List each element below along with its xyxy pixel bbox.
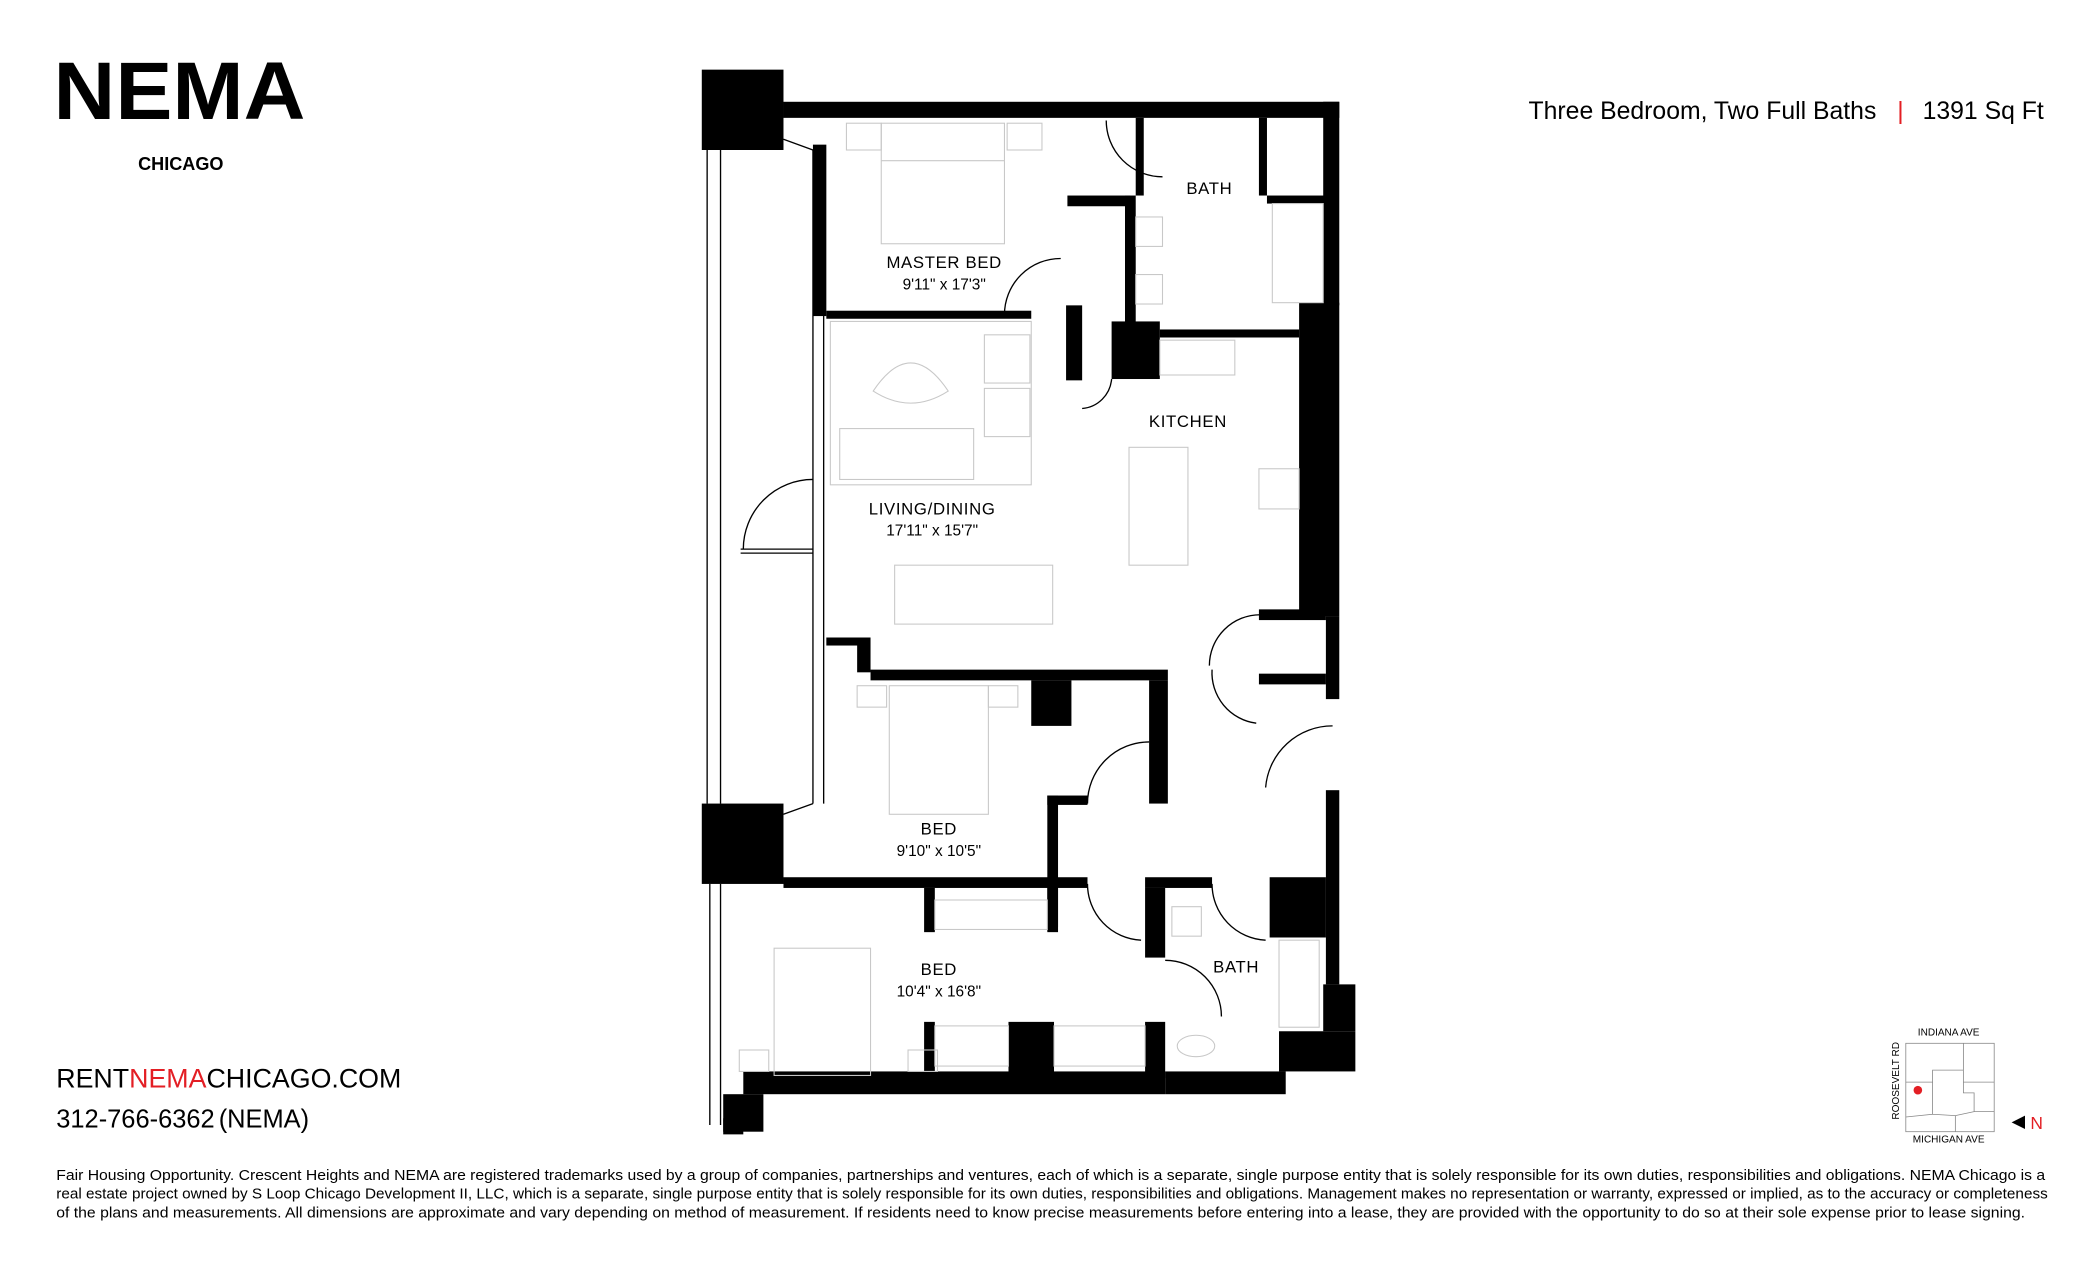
header-separator: | xyxy=(1897,98,1903,125)
north-arrow-icon xyxy=(2011,1115,2025,1130)
room-label-master-bed: MASTER BED xyxy=(886,253,1002,272)
room-dims-master-bed: 9'11" x 17'3" xyxy=(903,276,986,293)
room-label-kitchen: KITCHEN xyxy=(1149,412,1227,431)
location-marker xyxy=(1913,1085,1923,1095)
window-wall xyxy=(706,138,825,1125)
floor-plan: MASTER BED 9'11" x 17'3" BATH KITCHEN LI… xyxy=(701,69,1356,1135)
room-label-living-dining: LIVING/DINING xyxy=(869,499,996,518)
unit-type: Three Bedroom, Two Full Baths xyxy=(1529,98,1877,125)
room-dims-living-dining: 17'11" x 15'7" xyxy=(886,523,978,540)
nema-logo: NEMA xyxy=(54,46,306,137)
disclaimer-line: of the plans and measurements. All dimen… xyxy=(56,1205,2025,1221)
room-label-bed-2: BED xyxy=(921,819,957,838)
disclaimer: Fair Housing Opportunity. Crescent Heigh… xyxy=(56,1168,2048,1222)
phone-number[interactable]: 312-766-6362(NEMA) xyxy=(56,1106,309,1134)
walls xyxy=(701,69,1356,1135)
room-dims-bed-3: 10'4" x 16'8" xyxy=(897,983,981,1000)
street-michigan: MICHIGAN AVE xyxy=(1913,1134,1985,1145)
disclaimer-line: real estate project owned by S Loop Chic… xyxy=(56,1187,2048,1203)
street-indiana: INDIANA AVE xyxy=(1918,1027,1980,1038)
unit-area: 1391 Sq Ft xyxy=(1923,98,2044,125)
street-roosevelt: ROOSEVELT RD xyxy=(1891,1042,1902,1120)
key-map: INDIANA AVE MICHIGAN AVE ROOSEVELT RD N xyxy=(1891,1027,2043,1145)
room-dims-bed-2: 9'10" x 10'5" xyxy=(897,843,981,860)
city-label: CHICAGO xyxy=(138,154,223,174)
room-label-bath-2: BATH xyxy=(1213,957,1259,976)
room-label-bed-3: BED xyxy=(921,960,957,979)
unit-header: Three Bedroom, Two Full Baths | 1391 Sq … xyxy=(1529,98,2044,125)
compass-north: N xyxy=(2030,1113,2043,1133)
furniture xyxy=(738,122,1324,1076)
room-label-master-bath: BATH xyxy=(1186,179,1232,198)
website-link[interactable]: RENTNEMACHICAGO.COM xyxy=(56,1064,401,1094)
disclaimer-line: Fair Housing Opportunity. Crescent Heigh… xyxy=(56,1168,2046,1184)
doors xyxy=(742,120,1333,1017)
